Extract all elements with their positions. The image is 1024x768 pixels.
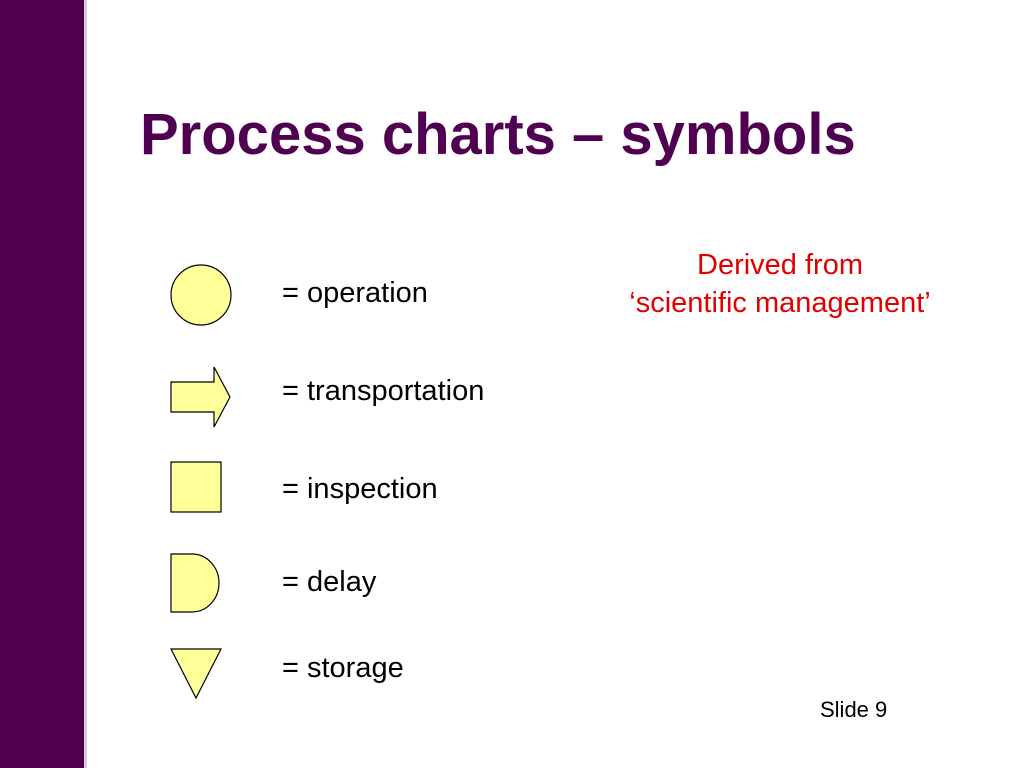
transportation-label: = transportation xyxy=(282,375,485,407)
storage-label: = storage xyxy=(282,652,404,684)
note-line-2: ‘scientific management’ xyxy=(629,287,931,319)
slide-title: Process charts – symbols xyxy=(140,102,856,167)
inspection-label: = inspection xyxy=(282,473,438,505)
operation-circle-icon xyxy=(168,262,234,330)
derived-from-note: Derived from ‘scientific management’ xyxy=(590,246,970,322)
note-line-1: Derived from xyxy=(697,249,863,281)
sidebar-edge-line xyxy=(84,0,87,768)
transportation-arrow-icon xyxy=(168,364,234,432)
operation-label: = operation xyxy=(282,277,428,309)
inspection-square-icon xyxy=(168,460,234,528)
delay-label: = delay xyxy=(282,566,377,598)
delay-d-shape-icon xyxy=(168,552,234,620)
slide-number: Slide 9 xyxy=(820,697,888,722)
storage-inverted-triangle-icon xyxy=(168,646,234,714)
left-sidebar-band xyxy=(0,0,84,768)
